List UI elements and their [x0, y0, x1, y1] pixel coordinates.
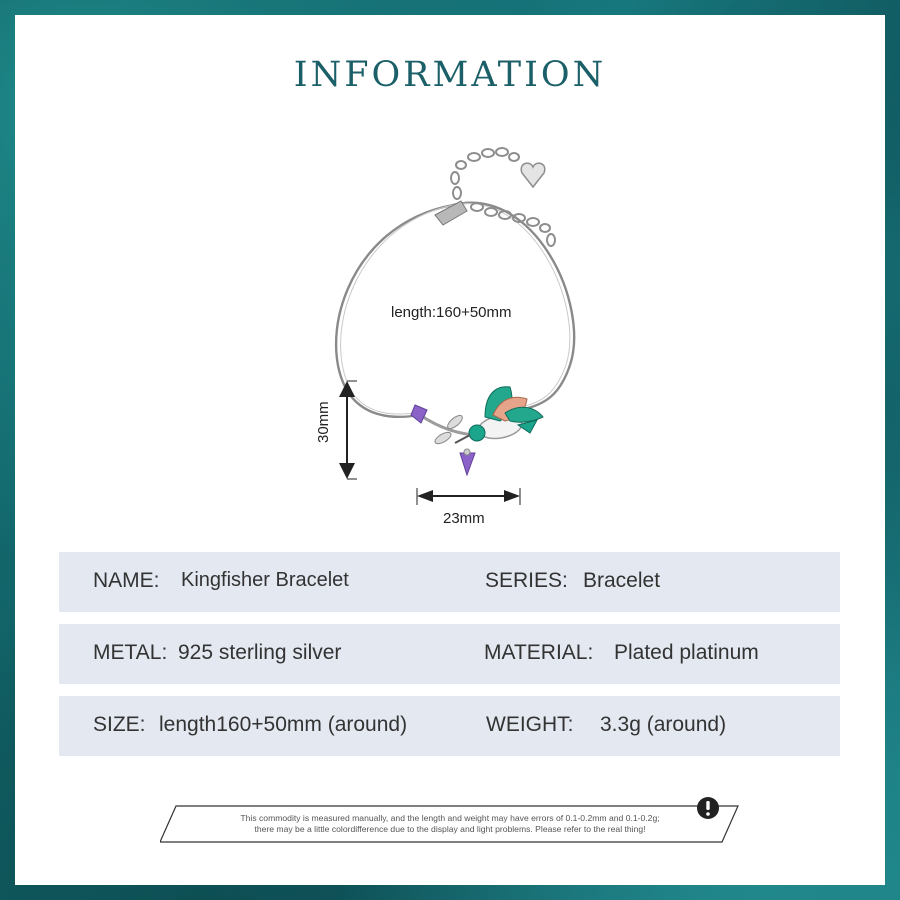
disclaimer-box: This commodity is measured manually, and…	[160, 797, 740, 844]
height-label: 30mm	[315, 401, 332, 443]
material-value: Plated platinum	[614, 641, 759, 664]
disclaimer-frame	[160, 805, 739, 843]
bracelet-illustration	[334, 147, 576, 505]
spec-row-metal: METAL: 925 sterling silver MATERIAL: Pla…	[59, 624, 840, 684]
disclaimer-line-2: there may be a little colordifference du…	[254, 824, 646, 834]
series-value: Bracelet	[583, 569, 661, 592]
metal-value: 925 sterling silver	[178, 641, 342, 664]
name-value: Kingfisher Bracelet	[181, 569, 349, 591]
spec-table: NAME: Kingfisher Bracelet SERIES: Bracel…	[59, 552, 840, 768]
length-label: length:160+50mm	[391, 304, 512, 321]
spec-row-size: SIZE: length160+50mm (around) WEIGHT: 3.…	[59, 696, 840, 756]
name-label: NAME:	[93, 569, 160, 592]
info-panel: INFORMATION	[15, 15, 885, 885]
size-value: length160+50mm (around)	[159, 713, 408, 736]
material-label: MATERIAL:	[484, 641, 594, 664]
disclaimer-text: This commodity is measured manually, and…	[190, 813, 710, 835]
size-label: SIZE:	[93, 713, 146, 736]
spec-row-name: NAME: Kingfisher Bracelet SERIES: Bracel…	[59, 552, 840, 612]
exclamation-icon	[697, 797, 719, 819]
weight-value: 3.3g (around)	[600, 713, 727, 736]
disclaimer-line-1: This commodity is measured manually, and…	[240, 813, 660, 823]
page-title: INFORMATION	[293, 55, 607, 95]
metal-label: METAL:	[93, 641, 168, 664]
weight-label: WEIGHT:	[486, 713, 574, 736]
width-label: 23mm	[443, 510, 485, 527]
series-label: SERIES:	[485, 569, 568, 592]
product-figure: length:160+50mm 30mm 23mm	[15, 15, 885, 555]
